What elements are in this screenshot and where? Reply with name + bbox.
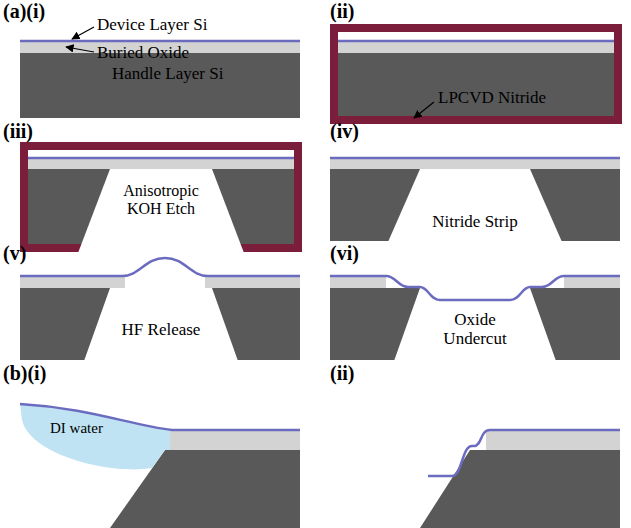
device-layer: [330, 157, 620, 160]
device-layer: [428, 430, 620, 476]
buried-oxide: [330, 277, 386, 288]
buried-oxide: [486, 431, 620, 450]
buried-oxide: [28, 159, 294, 169]
gap: [28, 150, 294, 157]
panel-a-v: [20, 258, 300, 361]
buried-oxide: [20, 277, 125, 288]
panel-b-ii: [420, 430, 620, 528]
layer-label: Handle Layer Si: [112, 64, 223, 83]
gap: [338, 32, 614, 40]
panel-a-iv: [330, 158, 620, 242]
panel-a-iii: [20, 142, 302, 253]
step-label: Nitride Strip: [405, 212, 545, 231]
panel-label: (a)(i): [3, 0, 45, 22]
buried-oxide: [338, 42, 614, 53]
device-layer: [28, 157, 294, 160]
device-layer: [20, 40, 300, 43]
device-layer: [338, 40, 614, 43]
panel-label: (ii): [330, 362, 354, 384]
step-label: Oxide Undercut: [433, 310, 517, 348]
panel-b-i: [20, 404, 300, 528]
step-label: Anisotropic KOH Etch: [115, 182, 207, 218]
leader-line: [66, 47, 94, 52]
nitride-coat: [330, 24, 622, 124]
nitride-coat: [20, 142, 302, 252]
device-layer: [330, 276, 620, 300]
panel-label: (iv): [330, 120, 359, 142]
leader-line: [414, 102, 434, 118]
buried-oxide: [564, 277, 620, 288]
handle-layer: [330, 169, 620, 241]
koh-cavity: [388, 169, 562, 242]
material-label: DI water: [50, 420, 103, 437]
leader-line: [72, 27, 94, 39]
step-label: HF Release: [96, 320, 226, 339]
buried-oxide: [170, 431, 300, 450]
handle-layer: [338, 53, 614, 116]
panel-a-ii: [330, 24, 622, 124]
layer-label: Device Layer Si: [97, 15, 207, 34]
panel-a-vi: [330, 276, 620, 361]
layer-label: Buried Oxide: [97, 43, 189, 62]
device-layer: [20, 258, 300, 276]
buried-oxide: [330, 159, 620, 169]
panel-label: (ii): [330, 0, 354, 22]
handle-layer: [20, 53, 300, 118]
panel-label: (vi): [330, 242, 359, 264]
panel-label: (v): [3, 242, 26, 264]
panel-a-i: [20, 27, 300, 118]
buried-oxide: [205, 277, 300, 288]
panel-label: (b)(i): [3, 362, 46, 384]
handle-layer: [20, 288, 300, 360]
koh-cavity: [84, 288, 238, 361]
koh-cavity: [78, 169, 244, 253]
panel-label: (iii): [3, 120, 33, 142]
handle-layer: [420, 450, 620, 528]
layer-label: LPCVD Nitride: [438, 88, 546, 107]
